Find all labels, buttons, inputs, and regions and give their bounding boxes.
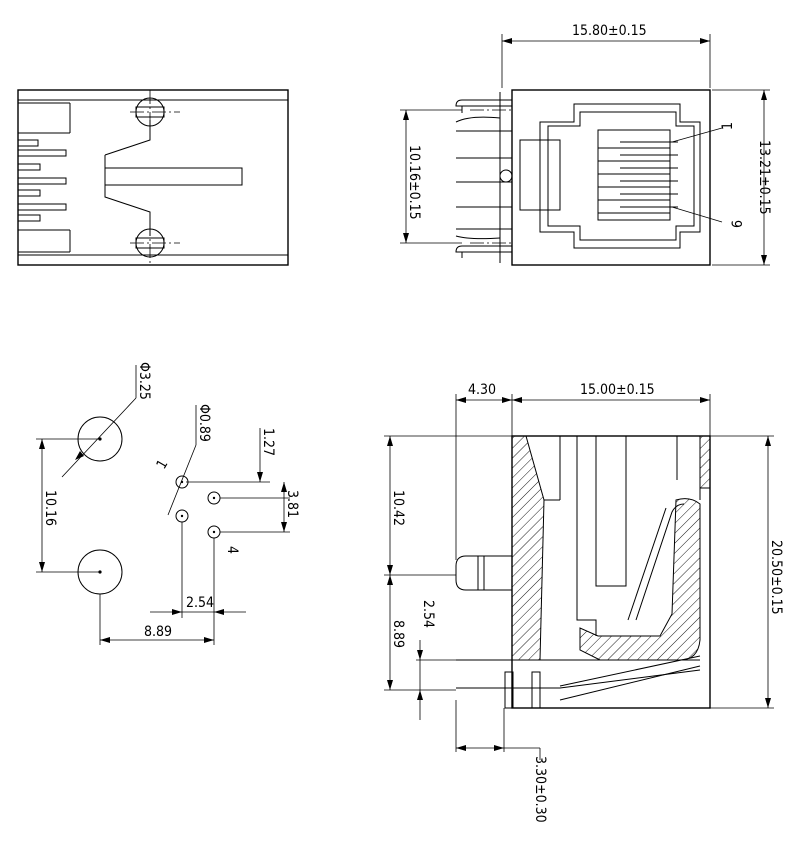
pin4-label: 4 [224, 546, 240, 554]
small-hole-dia: Φ0.89 [196, 404, 212, 442]
total-height-dim: 20.50±0.15 [768, 540, 784, 615]
side-pin-pitch-dim: 2.54 [420, 600, 436, 628]
side-section-view: 4.30 15.00±0.15 10.42 8.89 2.54 20.50±0.… [384, 382, 784, 823]
upper-height-dim: 10.42 [390, 490, 406, 526]
pcb-footprint: Φ3.25 Φ0.89 1 4 1.27 3.81 10.16 2.54 [36, 362, 300, 645]
pitch-1-27: 1.27 [260, 428, 276, 456]
offset-8-89: 8.89 [144, 624, 172, 640]
front-view: 1 6 15.80±0.15 13.21±0.15 10.16±0.15 [400, 23, 772, 266]
large-hole-dia: Φ3.25 [136, 362, 152, 400]
top-view [17, 89, 289, 266]
body-length-dim: 15.00±0.15 [580, 382, 655, 398]
pin-span-dim: 10.16±0.15 [406, 145, 422, 220]
pin-first-label: 1 [720, 122, 736, 130]
front-height-dim: 13.21±0.15 [756, 140, 772, 215]
front-depth-dim: 4.30 [468, 382, 496, 398]
pin-pitch-2-54: 2.54 [186, 595, 214, 611]
lower-height-dim: 8.89 [390, 620, 406, 648]
pin1-label: 1 [154, 457, 172, 472]
mount-spacing: 10.16 [42, 490, 58, 526]
row-3-81: 3.81 [284, 490, 300, 518]
pin-last-label: 6 [730, 220, 746, 228]
pin-length-dim: 3.30±0.30 [532, 756, 548, 823]
front-width-dim: 15.80±0.15 [572, 23, 647, 39]
